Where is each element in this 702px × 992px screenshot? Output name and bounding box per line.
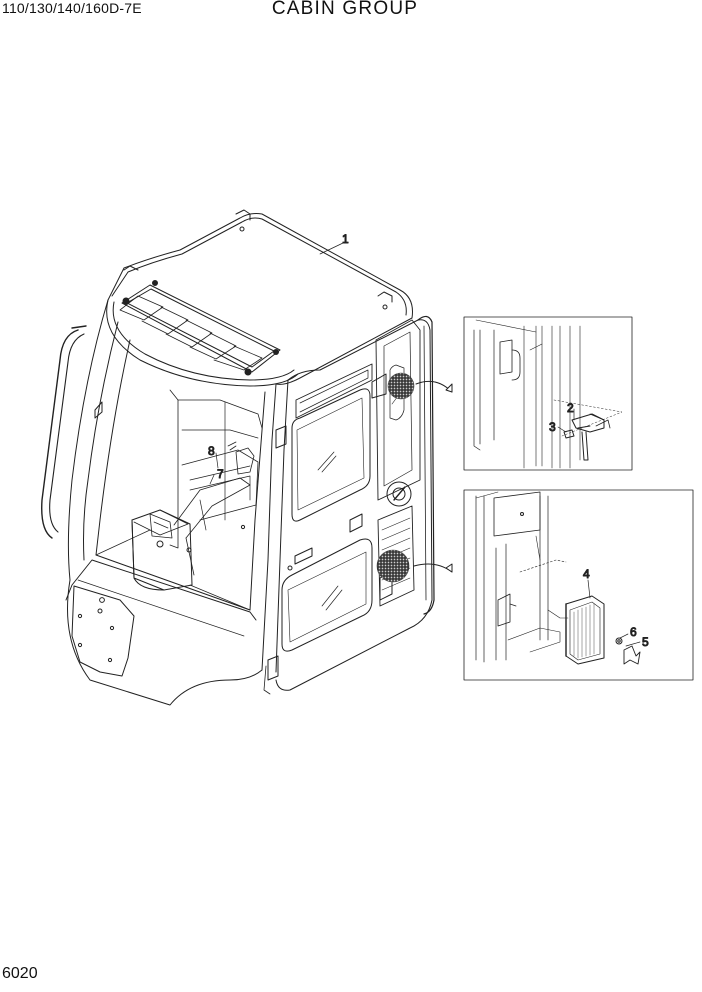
model-number: 110/130/140/160D-7E: [2, 0, 142, 16]
callout-7: 7: [217, 467, 224, 481]
callout-8: 8: [208, 444, 215, 458]
callout-4: 4: [583, 567, 590, 581]
page-number: 6020: [2, 965, 38, 982]
callout-5: 5: [642, 635, 649, 649]
cabin-body: [41, 209, 435, 706]
detail-arrows: [413, 380, 453, 573]
leader-lines: [209, 242, 641, 647]
callout-2: 2: [567, 401, 574, 415]
detail-box-latch: [463, 316, 633, 471]
callout-1: 1: [342, 232, 349, 246]
callout-6: 6: [630, 625, 637, 639]
page-title: CABIN GROUP: [271, 0, 419, 19]
detail-box-filter: [463, 489, 694, 681]
callout-3: 3: [549, 420, 556, 434]
